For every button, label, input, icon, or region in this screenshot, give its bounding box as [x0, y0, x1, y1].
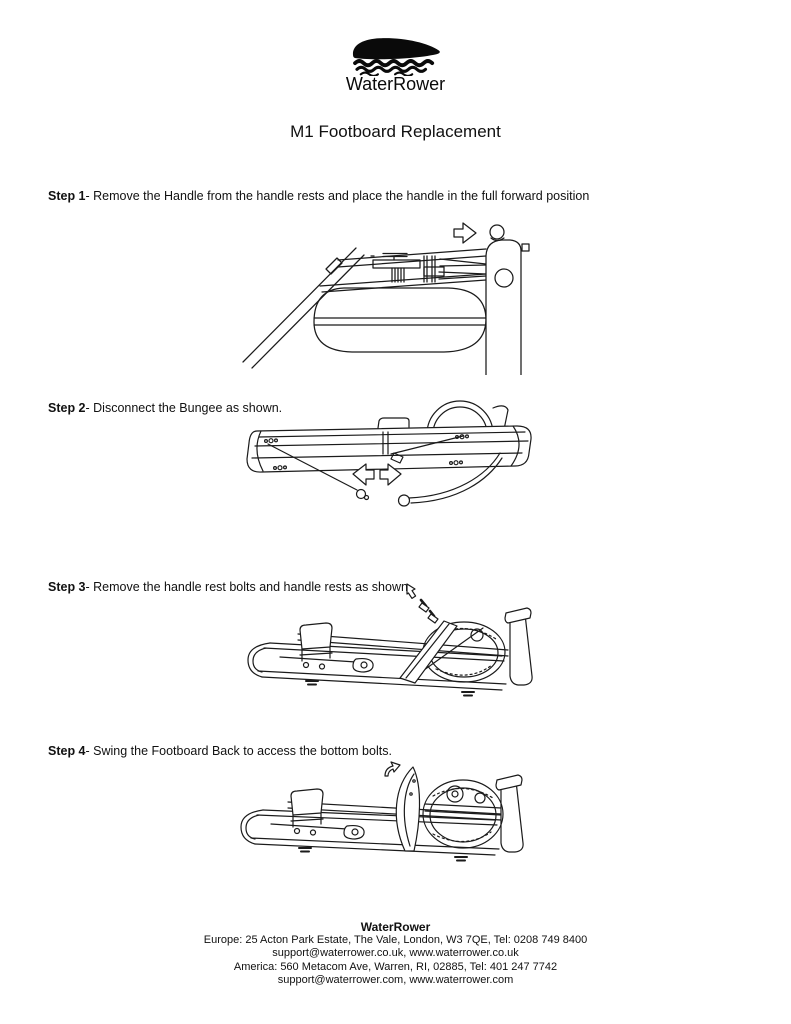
waterrower-boat-waves-icon: [352, 38, 440, 76]
remove-bolts-arrow-icon: [406, 583, 439, 624]
footer-america-address: America: 560 Metacom Ave, Warren, RI, 02…: [233, 960, 558, 973]
step-3-instruction: Step 3- Remove the handle rest bolts and…: [48, 580, 755, 595]
step-2-instruction: Step 2- Disconnect the Bungee as shown.: [48, 401, 755, 416]
footer-europe-contacts: support@waterrower.co.uk, www.waterrower…: [272, 947, 519, 960]
step-3-illustration: [240, 577, 550, 707]
waterrower-logo: WaterRower: [0, 36, 791, 95]
step-1-illustration: [240, 210, 540, 375]
logo-wordmark: WaterRower: [345, 74, 446, 94]
step-1-text: - Remove the Handle from the handle rest…: [85, 188, 590, 203]
step-2-illustration: [231, 398, 551, 533]
step-2-text: - Disconnect the Bungee as shown.: [85, 400, 283, 415]
step-1-instruction: Step 1- Remove the Handle from the handl…: [48, 189, 755, 204]
footer-europe-address: Europe: 25 Acton Park Estate, The Vale, …: [203, 934, 588, 946]
step-2-label: Step 2: [48, 400, 86, 415]
step-1-label: Step 1: [48, 188, 86, 203]
pull-apart-arrows-icon: [352, 463, 402, 486]
step-3-text: - Remove the handle rest bolts and handl…: [85, 579, 412, 594]
page-title: M1 Footboard Replacement: [290, 122, 501, 141]
footer-brand: WaterRower: [360, 920, 431, 934]
step-4-label: Step 4: [48, 743, 86, 758]
swing-back-arrow-icon: [384, 761, 401, 777]
step-4-instruction: Step 4- Swing the Footboard Back to acce…: [48, 744, 755, 759]
forward-direction-arrow-icon: [453, 222, 477, 244]
footer-america-contacts: support@waterrower.com, www.waterrower.c…: [277, 974, 514, 987]
footer-contact-block: WaterRower Europe: 25 Acton Park Estate,…: [0, 920, 791, 988]
step-3-label: Step 3: [48, 579, 86, 594]
step-4-text: - Swing the Footboard Back to access the…: [85, 743, 392, 758]
step-4-illustration: [233, 754, 553, 874]
